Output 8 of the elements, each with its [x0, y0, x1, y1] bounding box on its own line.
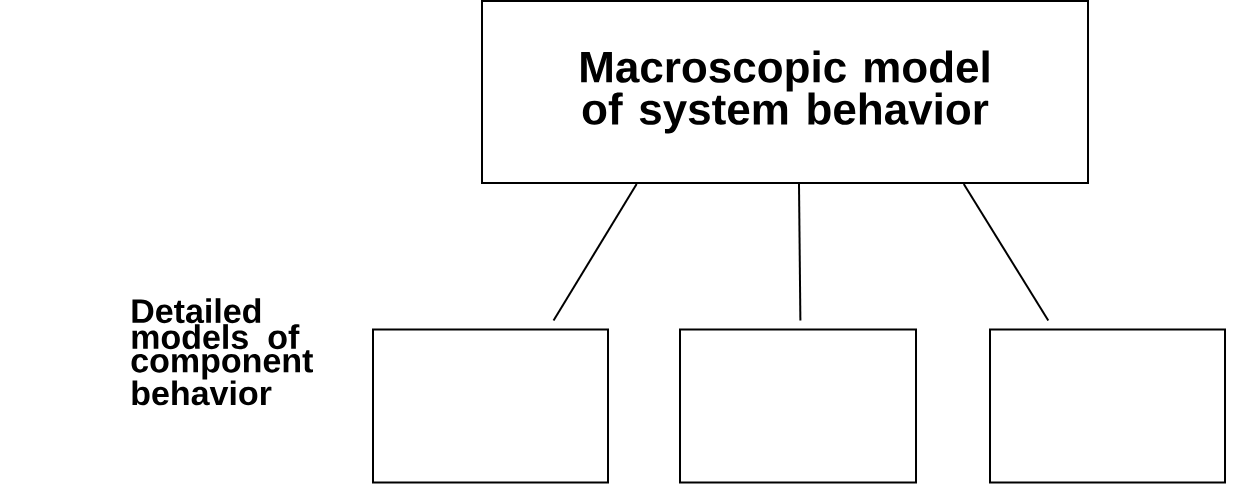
- side-label: Detailed models of component behavior: [131, 298, 313, 406]
- connector-line: [962, 183, 1050, 322]
- empty-box: [989, 328, 1226, 484]
- empty-box: [372, 328, 609, 484]
- connector-line: [798, 183, 802, 322]
- connector-line: [552, 183, 638, 322]
- empty-box: [679, 328, 917, 484]
- model-box: Macroscopic model of system behavior: [481, 0, 1089, 184]
